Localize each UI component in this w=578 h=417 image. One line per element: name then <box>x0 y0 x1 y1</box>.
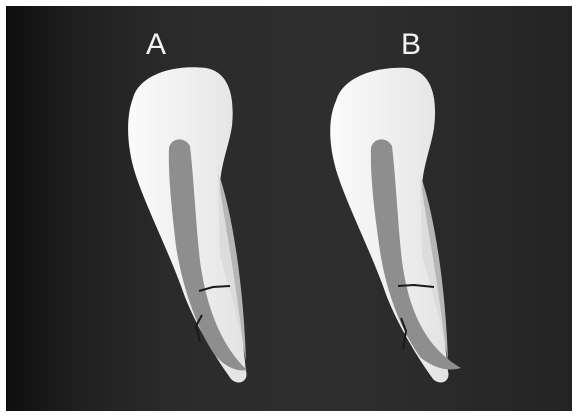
teeth-diagram <box>6 6 572 411</box>
tooth-a <box>128 67 247 382</box>
figure-panel: A B <box>6 6 572 411</box>
tooth-b <box>330 68 461 383</box>
